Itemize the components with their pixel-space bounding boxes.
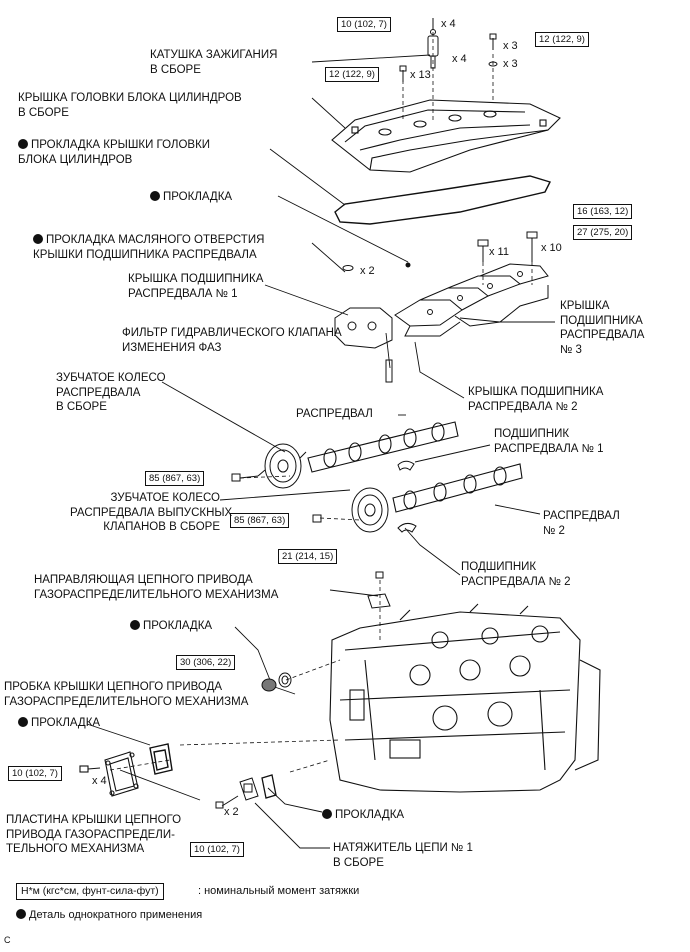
qty-oil-gasket: x 2 xyxy=(360,265,375,277)
camshaft-1-drawing xyxy=(307,421,459,473)
label-cam-gear: ЗУБЧАТОЕ КОЛЕСО РАСПРЕДВАЛА В СБОРЕ xyxy=(56,372,166,413)
leader-lines xyxy=(86,54,555,849)
label-gasket-3: ПРОКЛАДКА xyxy=(18,716,100,731)
tensioner-drawing xyxy=(215,774,277,809)
qty-cover-bolt: x 13 xyxy=(410,69,431,81)
spec-coil-bolt: 10 (102, 7) xyxy=(337,17,391,32)
qty-tensioner-nut: x 2 xyxy=(224,806,239,818)
label-bearing-cap-2: КРЫШКА ПОДШИПНИКА РАСПРЕДВАЛА № 2 xyxy=(468,386,604,413)
label-bearing-cap-3: КРЫШКА ПОДШИПНИКА РАСПРЕДВАЛА № 3 xyxy=(560,300,645,356)
label-exhaust-gear: ЗУБЧАТОЕ КОЛЕСО РАСПРЕДВАЛА ВЫПУСКНЫХ КЛ… xyxy=(70,492,233,533)
exhaust-gear-drawing xyxy=(312,487,389,533)
label-vvt-filter: ФИЛЬТР ГИДРАВЛИЧЕСКОГО КЛАПАНА ИЗМЕНЕНИЯ… xyxy=(122,327,342,354)
label-camshaft-2: РАСПРЕДВАЛ № 2 xyxy=(543,510,620,537)
spec-guide-bolt: 21 (214, 15) xyxy=(278,549,338,564)
non-reusable-dot xyxy=(18,139,28,149)
label-oil-hole-gasket: ПРОКЛАДКА МАСЛЯНОГО ОТВЕРСТИЯ КРЫШКИ ПОД… xyxy=(33,234,265,261)
head-cover-gasket-drawing xyxy=(334,175,551,225)
non-reusable-dot xyxy=(150,191,160,201)
label-chain-guide: НАПРАВЛЯЮЩАЯ ЦЕПНОГО ПРИВОДА ГАЗОРАСПРЕД… xyxy=(34,574,279,601)
bearing-caps-row-drawing xyxy=(394,263,549,337)
label-bearing-cap-1: КРЫШКА ПОДШИПНИКА РАСПРЕДВАЛА № 1 xyxy=(128,273,264,300)
qty-coil-bolt: x 4 xyxy=(441,18,456,30)
spec-exhaust-gear-bolt: 85 (867, 63) xyxy=(230,513,290,528)
spec-gear-bolt: 85 (867, 63) xyxy=(145,471,205,486)
label-ignition-coil: КАТУШКА ЗАЖИГАНИЯ В СБОРЕ xyxy=(150,49,278,76)
non-reusable-dot xyxy=(18,717,28,727)
cap-bolts-drawing xyxy=(477,231,538,262)
label-camshaft: РАСПРЕДВАЛ xyxy=(296,408,373,420)
corner-mark: C xyxy=(4,935,11,945)
non-reusable-dot xyxy=(33,234,43,244)
camshaft-2-drawing xyxy=(392,463,523,513)
label-head-cover: КРЫШКА ГОЛОВКИ БЛОКА ЦИЛИНДРОВ В СБОРЕ xyxy=(18,92,242,119)
label-gasket-2: ПРОКЛАДКА xyxy=(130,619,212,634)
label-head-cover-gasket: ПРОКЛАДКА КРЫШКИ ГОЛОВКИ БЛОКА ЦИЛИНДРОВ xyxy=(18,139,211,166)
ignition-coil-drawing xyxy=(427,18,439,69)
label-gasket-1: ПРОКЛАДКА xyxy=(150,190,232,205)
chain-guide-drawing xyxy=(367,571,391,609)
spec-plate-bolt: 10 (102, 7) xyxy=(8,766,62,781)
bearing-halves-drawing xyxy=(397,460,417,533)
cam-gear-drawing xyxy=(231,443,307,489)
plug-gasket-drawing xyxy=(261,672,292,692)
cover-plate-drawing xyxy=(79,751,139,797)
label-chain-cover-plate: ПЛАСТИНА КРЫШКИ ЦЕПНОГО ПРИВОДА ГАЗОРАСП… xyxy=(6,814,182,855)
label-gasket-4: ПРОКЛАДКА xyxy=(322,808,404,823)
qty-seal-washer: x 3 xyxy=(503,58,518,70)
legend-torque-unit: Н*м (кгс*см, фунт-сила-фут) xyxy=(16,883,164,900)
bearing-cap-1-drawing xyxy=(334,307,393,383)
spec-cover-bolt: 12 (122, 9) xyxy=(325,67,379,82)
legend-non-reusable: Деталь однократного применения xyxy=(16,908,202,923)
qty-cover-nut: x 3 xyxy=(503,40,518,52)
spec-cap-bolt-16: 16 (163, 12) xyxy=(573,204,633,219)
head-cover-drawing xyxy=(331,99,561,173)
non-reusable-dot xyxy=(130,620,140,630)
label-chain-cover-plug: ПРОБКА КРЫШКИ ЦЕПНОГО ПРИВОДА ГАЗОРАСПРЕ… xyxy=(4,681,249,708)
spec-plug: 30 (306, 22) xyxy=(176,655,236,670)
qty-cap-bolt-16: x 11 xyxy=(489,246,509,258)
qty-plate-bolt: x 4 xyxy=(92,775,107,787)
non-reusable-dot xyxy=(322,809,332,819)
non-reusable-dot xyxy=(16,909,26,919)
legend-torque-desc: : номинальный момент затяжки xyxy=(198,885,360,897)
top-fasteners xyxy=(399,33,498,82)
spec-cap-bolt-27: 27 (275, 20) xyxy=(573,225,633,240)
oil-hole-gasket-drawing xyxy=(342,262,411,271)
label-cam-bearing-1: ПОДШИПНИК РАСПРЕДВАЛА № 1 xyxy=(494,428,604,455)
spec-tensioner-nut: 10 (102, 7) xyxy=(190,842,244,857)
qty-cap-bolt-27: x 10 xyxy=(541,242,562,254)
label-cam-bearing-2: ПОДШИПНИК РАСПРЕДВАЛА № 2 xyxy=(461,561,571,588)
engine-block-drawing xyxy=(329,603,601,793)
spec-cover-nut: 12 (122, 9) xyxy=(535,32,589,47)
qty-coil: x 4 xyxy=(452,53,467,65)
label-tensioner: НАТЯЖИТЕЛЬ ЦЕПИ № 1 В СБОРЕ xyxy=(333,842,473,869)
cover-plate-gasket-drawing xyxy=(149,743,173,775)
